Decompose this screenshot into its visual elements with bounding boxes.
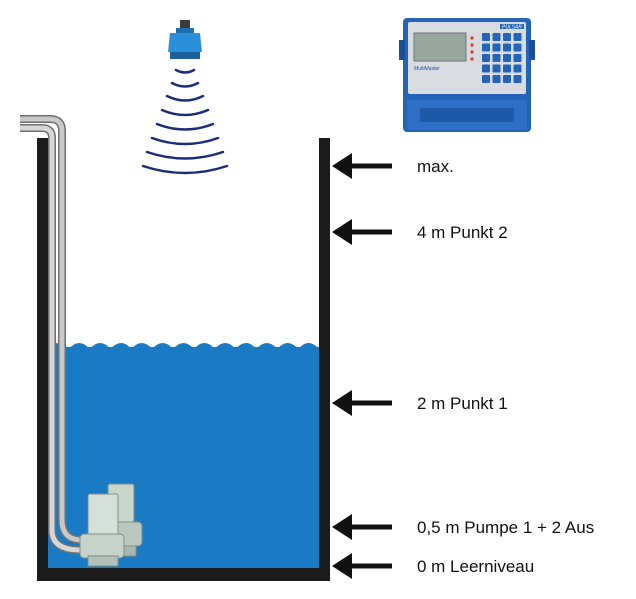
level-marker: 4 m Punkt 2 <box>332 219 508 245</box>
level-label: 0 m Leerniveau <box>417 557 534 576</box>
keypad-key <box>513 43 522 52</box>
level-label: 0,5 m Pumpe 1 + 2 Aus <box>417 518 594 537</box>
controller-hinge-right <box>529 40 535 60</box>
keypad-key <box>503 54 511 62</box>
water-surface <box>48 343 319 353</box>
discharge-pipes <box>20 115 83 554</box>
tank-wall-left <box>37 138 48 581</box>
keypad-key <box>492 54 501 62</box>
led <box>470 43 474 47</box>
level-arrow-head <box>332 390 352 416</box>
led <box>470 50 474 54</box>
level-marker: max. <box>332 153 454 179</box>
sensor-collar <box>176 28 194 33</box>
keypad-key <box>482 43 490 52</box>
controller-unit: PULSAR MultiMaster <box>399 18 535 132</box>
pump-1-motor <box>87 493 119 537</box>
level-arrow-shaft <box>346 400 392 406</box>
level-label: max. <box>417 157 454 176</box>
level-label: 4 m Punkt 2 <box>417 223 508 242</box>
keypad-key <box>492 43 501 52</box>
sensor-cap <box>180 20 190 30</box>
keypad-key <box>513 64 522 73</box>
controller-logo-strip <box>500 24 524 29</box>
led <box>470 36 474 40</box>
keypad-key <box>482 75 490 83</box>
controller-brand: MultiMaster <box>414 66 440 72</box>
level-marker: 0,5 m Pumpe 1 + 2 Aus <box>332 514 594 540</box>
controller-logo: PULSAR <box>502 25 522 31</box>
led <box>470 57 474 61</box>
level-arrow-head <box>332 553 352 579</box>
tank <box>37 138 330 581</box>
tank-wall-right <box>319 138 330 581</box>
controller-display <box>413 32 467 62</box>
controller-hinge-left <box>399 40 405 60</box>
controller-base-slot <box>420 108 514 122</box>
sound-wave <box>145 150 225 160</box>
keypad-key <box>513 54 522 62</box>
controller-leds <box>470 36 474 61</box>
level-marker: 2 m Punkt 1 <box>332 390 508 416</box>
sound-wave <box>165 94 205 102</box>
keypad-key <box>492 33 501 41</box>
level-marker: 0 m Leerniveau <box>332 553 534 579</box>
keypad-key <box>513 33 522 41</box>
tank-floor <box>37 568 330 581</box>
sound-wave <box>155 122 215 131</box>
pump-1 <box>79 493 125 567</box>
keypad-key <box>503 64 511 73</box>
sound-wave <box>174 68 196 74</box>
sound-wave <box>141 164 229 175</box>
level-arrow-head <box>332 153 352 179</box>
sound-wave <box>160 108 210 117</box>
level-arrow-shaft <box>346 524 392 530</box>
level-arrow-head <box>332 219 352 245</box>
level-arrow-shaft <box>346 163 392 169</box>
level-label: 2 m Punkt 1 <box>417 394 508 413</box>
sound-wave <box>150 136 220 146</box>
level-markers: max. 4 m Punkt 2 2 m Punkt 1 0,5 m Pumpe 1 … <box>332 153 594 579</box>
sound-wave <box>170 81 200 88</box>
keypad-key <box>482 33 490 41</box>
pipe-1 <box>20 116 83 543</box>
keypad-key <box>482 54 490 62</box>
keypad-key <box>492 64 501 73</box>
sensor-body <box>168 33 202 52</box>
pump-1-foot <box>87 555 119 567</box>
keypad-key <box>513 75 522 83</box>
keypad-key <box>503 75 511 83</box>
keypad-key <box>503 43 511 52</box>
keypad-key <box>482 64 490 73</box>
level-arrow-shaft <box>346 229 392 235</box>
keypad-key <box>503 33 511 41</box>
sensor-face <box>170 52 200 59</box>
pump-1-housing <box>79 533 125 559</box>
keypad-key <box>492 75 501 83</box>
level-arrow-shaft <box>346 563 392 569</box>
pipe-2 <box>20 125 81 553</box>
controller-keypad <box>482 33 522 83</box>
ultrasonic-sensor <box>168 20 202 59</box>
level-arrow-head <box>332 514 352 540</box>
sound-waves <box>141 68 229 175</box>
